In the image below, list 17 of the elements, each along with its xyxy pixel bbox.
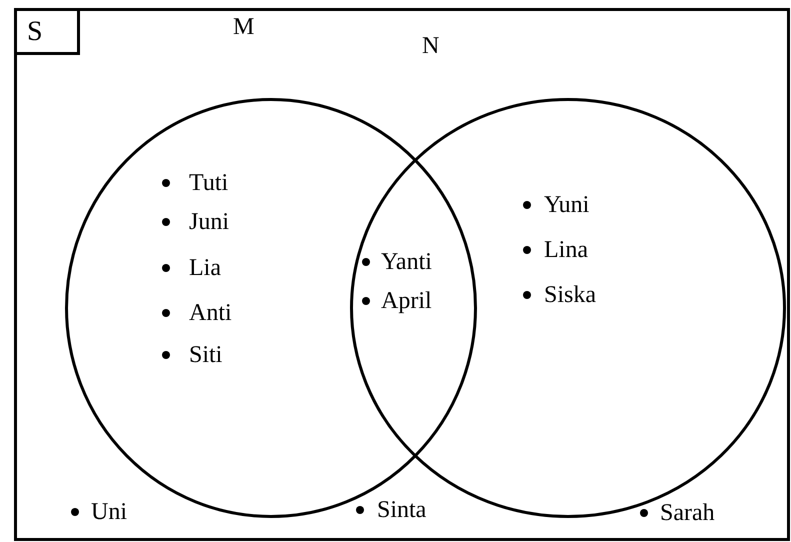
element-name: Lia — [189, 254, 221, 282]
element-name: Tuti — [189, 169, 228, 197]
element-name: Anti — [189, 299, 232, 327]
element-name: April — [381, 287, 432, 315]
element-name: Sarah — [660, 499, 715, 527]
element-name: Yanti — [381, 248, 432, 276]
set-label: S — [14, 8, 80, 55]
element-name: Uni — [91, 498, 127, 526]
universal-set-box — [14, 8, 790, 541]
element-name: Juni — [189, 208, 230, 236]
element-name: Yuni — [544, 191, 590, 219]
element-name: Lina — [544, 236, 588, 264]
set-label: M — [233, 13, 254, 41]
element-name: Siti — [189, 341, 222, 369]
element-name: Sinta — [377, 496, 426, 524]
element-name: Siska — [544, 281, 596, 309]
set-label: N — [422, 32, 440, 60]
